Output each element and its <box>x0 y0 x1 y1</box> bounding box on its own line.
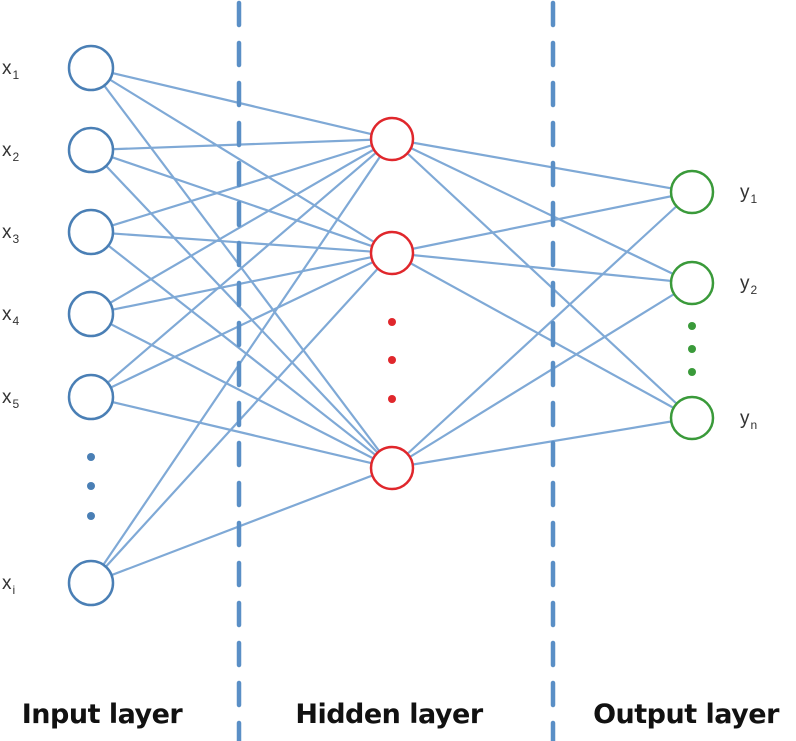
input-node-1 <box>67 44 115 92</box>
input-label-2: x2 <box>2 140 20 164</box>
variable-labels: x1 x2 x3 x4 x5 xi y1 y2 yn <box>2 58 758 597</box>
input-node-3 <box>67 208 115 256</box>
edge-input5-hidden2 <box>90 252 393 398</box>
edge-input1-hidden1 <box>90 66 393 141</box>
input-node-6 <box>67 559 115 607</box>
edge-input2-hidden3 <box>90 149 393 469</box>
edge-input6-hidden1 <box>90 138 393 584</box>
input-label-1: x1 <box>2 58 20 82</box>
edge-hidden2-output1 <box>391 190 693 255</box>
edge-hidden3-output1 <box>391 191 693 469</box>
input-layer-label: Input layer <box>22 699 184 730</box>
edge-hidden3-output2 <box>391 282 693 469</box>
input-label-3: x3 <box>2 222 20 246</box>
neurons <box>67 44 715 607</box>
input-node-4 <box>67 290 115 338</box>
hidden-ellipsis-dot-3 <box>388 395 396 403</box>
hidden-node-2 <box>369 230 415 276</box>
edge-hidden2-output2 <box>391 251 693 285</box>
input-label-4: x4 <box>2 304 20 328</box>
edge-input1-hidden2 <box>90 67 393 254</box>
connections <box>90 66 693 585</box>
output-node-2 <box>669 260 715 306</box>
input-label-6: xi <box>2 573 15 597</box>
output-node-1 <box>669 169 715 215</box>
edge-input2-hidden1 <box>90 137 393 152</box>
input-ellipsis-dot-1 <box>87 453 95 461</box>
hidden-node-3 <box>369 445 415 491</box>
edge-input5-hidden3 <box>90 395 393 470</box>
layer-labels: Input layer Hidden layer Output layer <box>22 699 781 730</box>
output-ellipsis-dot-2 <box>688 345 696 353</box>
output-label-1: y1 <box>740 182 758 206</box>
edge-input5-hidden1 <box>90 138 393 398</box>
edge-input4-hidden2 <box>90 251 393 316</box>
edge-hidden1-output1 <box>391 137 693 194</box>
output-ellipsis-dot-3 <box>688 368 696 376</box>
edge-hidden1-output2 <box>391 138 693 284</box>
input-node-5 <box>67 373 115 421</box>
edge-input6-hidden3 <box>90 466 393 585</box>
hidden-ellipsis-dot-2 <box>388 356 396 364</box>
edge-input3-hidden1 <box>90 137 393 234</box>
hidden-layer-label: Hidden layer <box>295 699 483 730</box>
hidden-node-1 <box>369 116 415 162</box>
layer-dividers <box>236 0 556 741</box>
edge-hidden1-output3 <box>391 138 693 419</box>
output-layer-label: Output layer <box>593 699 780 730</box>
output-node-3 <box>669 395 715 441</box>
input-ellipsis-dot-2 <box>87 482 95 490</box>
hidden-ellipsis-dot-1 <box>388 318 396 326</box>
edge-input6-hidden2 <box>90 252 393 584</box>
edge-input4-hidden3 <box>90 313 393 469</box>
edge-input2-hidden2 <box>90 148 393 255</box>
input-ellipsis-dot-3 <box>87 512 95 520</box>
edge-hidden3-output3 <box>391 416 693 470</box>
ellipses <box>87 318 696 520</box>
edge-input4-hidden1 <box>90 138 393 315</box>
output-ellipsis-dot-1 <box>688 322 696 330</box>
edge-input3-hidden2 <box>90 230 393 255</box>
output-label-2: y2 <box>740 273 758 297</box>
output-label-3: yn <box>740 408 757 432</box>
input-label-5: x5 <box>2 387 20 411</box>
input-node-2 <box>67 126 115 174</box>
edge-hidden2-output3 <box>391 252 693 419</box>
edge-input3-hidden3 <box>90 231 393 469</box>
